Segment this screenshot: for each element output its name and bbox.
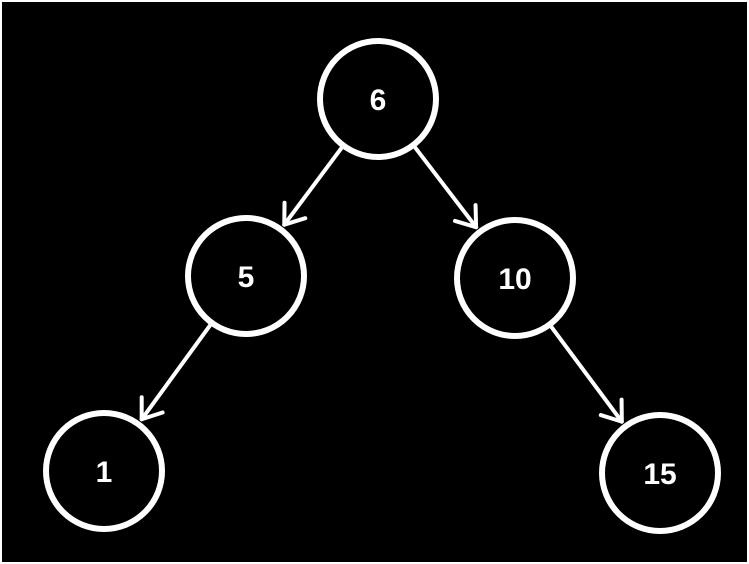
node-label: 15	[643, 458, 676, 491]
node-circle	[185, 215, 307, 337]
edge-layer	[139, 145, 624, 424]
edge-line	[282, 145, 344, 227]
edge-n10-n15	[549, 324, 624, 424]
arrowhead-icon	[139, 395, 165, 422]
tree-node-6: 6	[317, 38, 439, 160]
edge-line	[139, 323, 213, 422]
tree-node-5: 5	[185, 215, 307, 337]
node-circle	[317, 38, 439, 160]
node-label: 6	[370, 84, 387, 117]
node-circle	[454, 217, 576, 339]
node-label: 1	[96, 456, 113, 489]
edge-n5-n1	[139, 323, 213, 422]
node-layer: 6 5 10 1 15	[43, 38, 721, 534]
edge-n6-n5	[282, 145, 344, 227]
tree-node-10: 10	[454, 217, 576, 339]
arrowhead-icon	[282, 200, 308, 227]
tree-node-1: 1	[43, 410, 165, 532]
tree-node-15: 15	[599, 412, 721, 534]
edge-line	[413, 145, 479, 230]
edge-n6-n10	[413, 145, 479, 230]
node-circle	[43, 410, 165, 532]
node-circle	[599, 412, 721, 534]
arrowhead-icon	[453, 203, 479, 230]
edge-line	[549, 324, 624, 424]
node-label: 5	[238, 261, 255, 294]
node-label: 10	[498, 263, 531, 296]
arrowhead-icon	[598, 397, 624, 424]
